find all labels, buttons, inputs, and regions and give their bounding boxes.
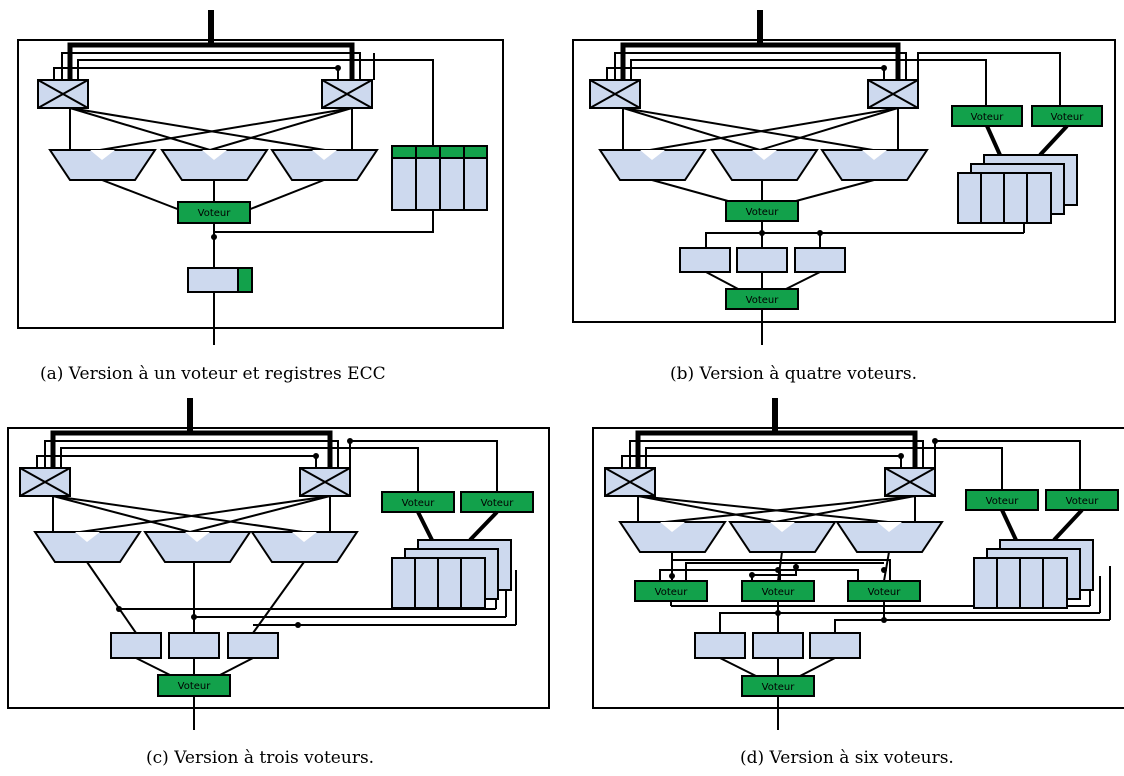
panel-d-voter-mid-2: Voteur xyxy=(741,580,815,602)
caption-a: (a) Version à un voteur et registres ECC xyxy=(40,364,386,384)
panel-d-voter-output: Voteur xyxy=(741,675,815,697)
panel-c-voter-output: Voteur xyxy=(157,674,231,697)
panel-b-register-bank xyxy=(957,154,1078,224)
panel-a-processor-3 xyxy=(270,149,379,181)
panel-c-register-3 xyxy=(227,632,279,659)
panel-b-voter-output: Voteur xyxy=(725,288,799,310)
panel-b-register-1 xyxy=(679,247,731,273)
panel-d-processor-1 xyxy=(618,521,727,553)
panel-c-switch-left xyxy=(19,467,71,497)
voter-label: Voteur xyxy=(1066,496,1100,507)
panel-d-processor-3 xyxy=(835,521,944,553)
panel-d-voter-top-right: Voteur xyxy=(1045,489,1119,511)
panel-c-voter-top-left: Voteur xyxy=(381,491,455,513)
voter-label: Voteur xyxy=(868,587,902,598)
voter-label: Voteur xyxy=(481,498,515,509)
panel-a-diagram: Voteur xyxy=(17,10,504,345)
panel-b-voter-top-right: Voteur xyxy=(1031,105,1103,127)
panel-b-frame xyxy=(572,39,1116,323)
panel-d-switch-right xyxy=(884,467,936,497)
caption-c: (c) Version à trois voteurs. xyxy=(146,748,375,768)
panel-c-voter-top-right: Voteur xyxy=(460,491,534,513)
voter-label: Voteur xyxy=(198,208,232,219)
panel-b-register-3 xyxy=(794,247,846,273)
panel-b-diagram: Voteur Voteur Voteur Voteur xyxy=(572,10,1116,345)
panel-d-register-2 xyxy=(752,632,804,659)
caption-b: (b) Version à quatre voteurs. xyxy=(670,364,918,384)
panel-c-register-1 xyxy=(110,632,162,659)
panel-a-ecc-registers xyxy=(391,145,488,211)
panel-a-switch-right xyxy=(321,79,373,109)
panel-b-voter-center: Voteur xyxy=(725,200,799,222)
voter-label: Voteur xyxy=(1051,112,1085,123)
panel-d-register-bank xyxy=(973,539,1094,609)
voter-label: Voteur xyxy=(762,587,796,598)
panel-d-register-1 xyxy=(694,632,746,659)
panel-c-register-bank xyxy=(391,539,512,609)
panel-a-processor-2 xyxy=(160,149,269,181)
panel-b-switch-left xyxy=(589,79,641,109)
panel-a-output-register xyxy=(187,267,253,293)
voter-label: Voteur xyxy=(746,295,780,306)
panel-c-switch-right xyxy=(299,467,351,497)
panel-a-switch-left xyxy=(37,79,89,109)
panel-c-frame xyxy=(7,427,550,709)
voter-label: Voteur xyxy=(971,112,1005,123)
voter-label: Voteur xyxy=(986,496,1020,507)
caption-d: (d) Version à six voteurs. xyxy=(740,748,954,768)
panel-d-voter-mid-3: Voteur xyxy=(847,580,921,602)
panel-d-register-3 xyxy=(809,632,861,659)
panel-d-frame xyxy=(592,427,1124,709)
panel-b-switch-right xyxy=(867,79,919,109)
panel-d-switch-left xyxy=(604,467,656,497)
panel-a-processor-1 xyxy=(48,149,157,181)
voter-label: Voteur xyxy=(762,682,796,693)
panel-a-frame xyxy=(17,39,504,329)
panel-d-processor-2 xyxy=(728,521,837,553)
panel-b-voter-top-left: Voteur xyxy=(951,105,1023,127)
voter-label: Voteur xyxy=(746,207,780,218)
voter-label: Voteur xyxy=(402,498,436,509)
panel-d-voter-mid-1: Voteur xyxy=(634,580,708,602)
panel-d-diagram: Voteur Voteur Voteur xyxy=(592,398,1124,730)
panel-b-processor-3 xyxy=(820,149,929,181)
panel-b-processor-2 xyxy=(710,149,819,181)
panel-b-processor-1 xyxy=(598,149,707,181)
panel-d-voter-top-left: Voteur xyxy=(965,489,1039,511)
panel-c-processor-2 xyxy=(143,531,252,563)
panel-a-voter: Voteur xyxy=(177,201,251,224)
voter-label: Voteur xyxy=(655,587,689,598)
panel-c-register-2 xyxy=(168,632,220,659)
panel-c-diagram: Voteur Voteur Voteur xyxy=(7,398,550,730)
panel-b-register-2 xyxy=(736,247,788,273)
voter-label: Voteur xyxy=(178,681,212,692)
panel-c-processor-1 xyxy=(33,531,142,563)
panel-c-processor-3 xyxy=(250,531,359,563)
